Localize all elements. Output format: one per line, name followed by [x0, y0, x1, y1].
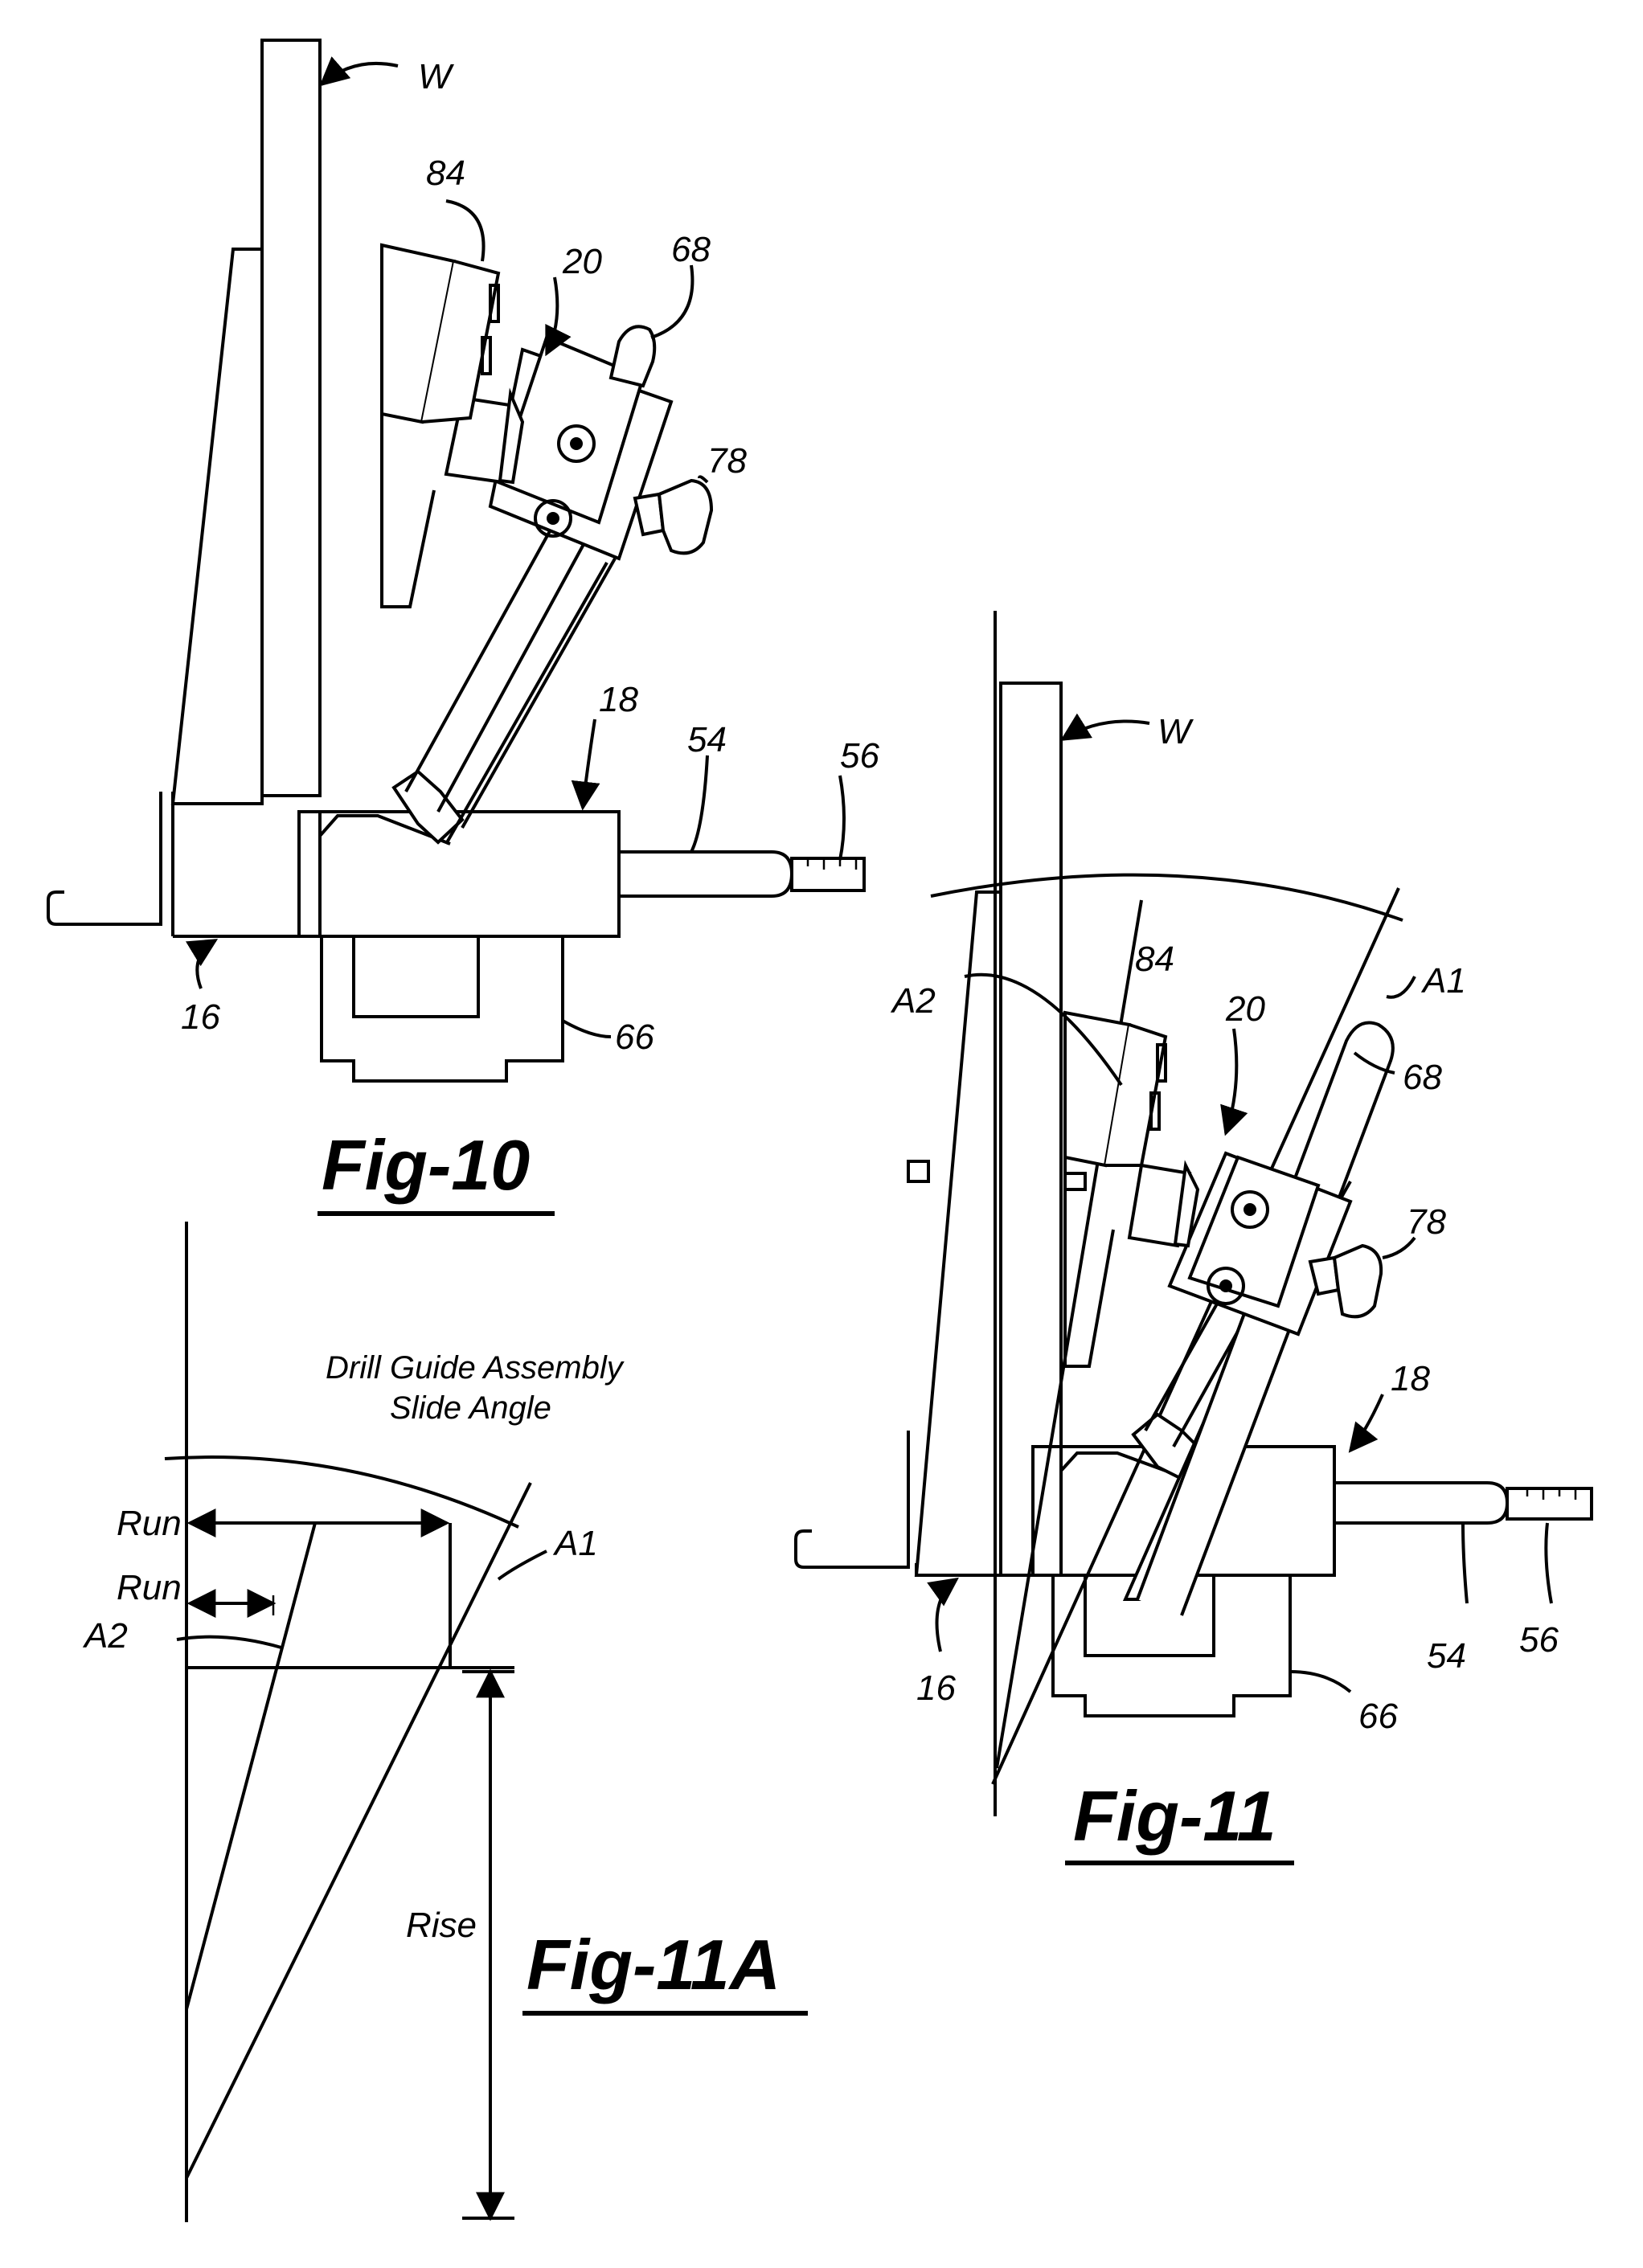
line-a1: [186, 1483, 531, 2178]
label-84: 84: [426, 154, 465, 193]
figure-11: W A1 A2 84 20 68 78 18 16 54 56 66 Fig-1…: [796, 611, 1592, 1863]
rod-assembly: [394, 522, 615, 844]
label-54: 54: [1427, 1636, 1466, 1676]
tip-56: [792, 858, 864, 890]
label-a2: A2: [890, 981, 936, 1021]
label-16: 16: [916, 1668, 956, 1708]
label-20: 20: [1225, 989, 1265, 1029]
fence-plate: [173, 249, 262, 804]
figure-11-caption: Fig-11: [1073, 1776, 1276, 1856]
label-68: 68: [1403, 1058, 1442, 1097]
figure-11a-caption: Fig-11A: [526, 1925, 781, 2004]
label-66: 66: [615, 1017, 654, 1057]
label-16: 16: [181, 997, 220, 1037]
figure-10-caption: Fig-10: [322, 1125, 530, 1205]
label-18: 18: [1391, 1359, 1430, 1398]
label-w: W: [1157, 712, 1194, 751]
label-20: 20: [562, 242, 602, 281]
knob-68: [611, 326, 654, 386]
title-line-2: Slide Angle: [390, 1390, 551, 1426]
shaft-54: [619, 852, 792, 896]
label-a1: A1: [552, 1524, 598, 1563]
clamp-66: [322, 936, 563, 1081]
hook-foot: [48, 792, 161, 924]
title-line-1: Drill Guide Assembly: [326, 1350, 625, 1386]
label-56: 56: [1519, 1620, 1559, 1660]
label-78: 78: [1407, 1202, 1446, 1242]
tip-56: [1507, 1488, 1592, 1519]
label-run-1: Run: [117, 1504, 182, 1543]
label-rise: Rise: [406, 1906, 477, 1945]
figure-11a: Drill Guide Assembly Slide Angle Run Run…: [82, 1222, 808, 2222]
label-68: 68: [671, 230, 711, 269]
wall-w: [262, 40, 320, 796]
hook-foot: [796, 1431, 908, 1567]
label-18: 18: [599, 680, 638, 719]
label-run-2: Run: [117, 1568, 182, 1607]
slide-angle-arc: [165, 1457, 518, 1527]
line-a2: [186, 1523, 315, 2009]
base-block-18: [299, 812, 619, 936]
knob-78: [1334, 1246, 1381, 1316]
label-56: 56: [840, 736, 879, 776]
label-66: 66: [1358, 1697, 1398, 1736]
label-w: W: [418, 57, 454, 96]
label-84: 84: [1135, 940, 1174, 979]
shaft-54: [1334, 1483, 1507, 1523]
label-a2: A2: [82, 1616, 128, 1656]
knob-78: [659, 481, 711, 553]
clamp-head-20: [446, 326, 711, 559]
label-78: 78: [707, 441, 747, 481]
label-54: 54: [687, 720, 727, 759]
figure-10: W 84 68 20 78 18 54 56 16 66 Fig-10: [48, 40, 879, 1214]
label-a1: A1: [1420, 961, 1466, 1001]
